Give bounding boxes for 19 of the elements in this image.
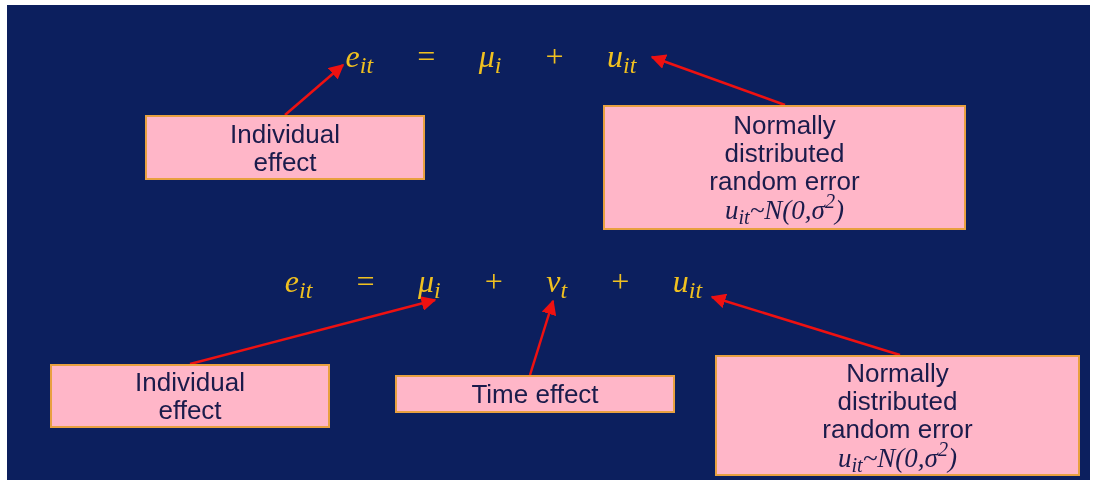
- equation: e$_{it}$ = μ$_{i}$ + u$_{it}$: [330, 38, 652, 74]
- equation: e$_{it}$ = μ$_{i}$ + ν$_{t}$ + u$_{it}$: [275, 263, 712, 301]
- arrow: [528, 299, 557, 376]
- label-box: [715, 355, 1080, 476]
- label-box: [603, 105, 966, 230]
- box-label: Normally distributed random error: [821, 358, 974, 443]
- box-label: Individual effect: [134, 368, 246, 424]
- label-box: [50, 364, 330, 428]
- label-box: [145, 115, 425, 180]
- box-label: Normally distributed random error: [708, 110, 861, 195]
- arrow: [710, 293, 901, 357]
- label-box: [395, 375, 675, 413]
- arrow: [650, 54, 786, 107]
- arrow: [189, 296, 437, 366]
- box-label: Individual effect: [229, 119, 341, 176]
- formula: u$_{it}$~N(0,σ$^{2}$): [837, 442, 958, 473]
- formula: u$_{it}$~N(0,σ$^{2}$): [724, 194, 845, 225]
- arrow: [284, 64, 345, 116]
- box-label: Time effect: [470, 380, 600, 408]
